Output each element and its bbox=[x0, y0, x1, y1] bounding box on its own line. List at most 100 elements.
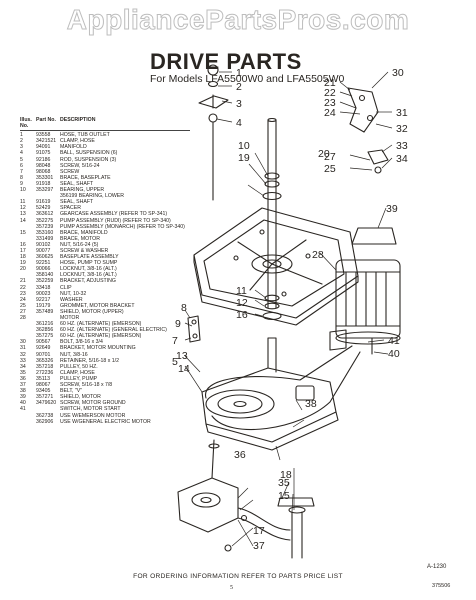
callout-label: 24 bbox=[324, 107, 336, 119]
illus-no-cell: 31 bbox=[20, 345, 26, 352]
illus-no-cell: 18 bbox=[20, 254, 26, 261]
part-no-cell: 33418 bbox=[36, 284, 51, 291]
part-no-cell: 91918 bbox=[36, 180, 51, 187]
part-no-cell: 3479620 bbox=[36, 400, 57, 407]
description-cell: LOCKNUT, 3/8-16 (ALT.) bbox=[60, 266, 117, 273]
part-no-cell: 362738 bbox=[36, 412, 54, 419]
illus-no-cell: 33 bbox=[20, 357, 26, 364]
part-no-cell: 91075 bbox=[36, 150, 51, 157]
callout-label: 9 bbox=[175, 318, 181, 330]
description-cell: RETAINER, 5/16-18 x 1/2 bbox=[60, 357, 120, 364]
callout-labels: 1 2 3 4 5 6 8 9 10 11 12 13 14 15 16 17 … bbox=[172, 67, 408, 552]
callout-label: 31 bbox=[396, 107, 408, 119]
part-no-cell: 353160 bbox=[36, 229, 54, 236]
illus-no-cell: 10 bbox=[20, 187, 26, 194]
part-no-cell: 353297 bbox=[36, 187, 54, 194]
description-cell: BRACKET, ADJUSTING bbox=[60, 278, 116, 285]
part-no-cell: 363612 bbox=[36, 211, 54, 218]
callout-label: 3 bbox=[236, 98, 242, 110]
callout-label: 19 bbox=[238, 152, 250, 164]
illus-no-cell: 38 bbox=[20, 388, 26, 395]
description-cell: CLAMP, HOSE bbox=[60, 369, 95, 376]
description-cell: BOLT, 3/8-16 x 3/4 bbox=[60, 339, 103, 346]
description-cell: 60 HZ. (ALTERNATE) (GENERAL ELECTRIC) bbox=[60, 327, 167, 334]
part-no-cell: 352259 bbox=[36, 278, 54, 285]
description-cell: PULLEY, 50 HZ. bbox=[60, 363, 98, 370]
callout-label: 22 bbox=[324, 87, 336, 99]
callout-label: 41 bbox=[388, 335, 400, 347]
part-no-cell: 365326 bbox=[36, 357, 54, 364]
description-cell: BEARING, UPPER 356199 BEARING, LOWER bbox=[60, 187, 125, 200]
part-no-cell: 331499 bbox=[36, 235, 54, 242]
part-no-cell: 90102 bbox=[36, 241, 51, 248]
description-cell: HOSE, PUMP TO SUMP bbox=[60, 260, 118, 267]
illus-no-cell: 39 bbox=[20, 394, 26, 401]
page-number: 5 bbox=[230, 585, 233, 591]
callout-label: 14 bbox=[178, 363, 190, 375]
page-title: DRIVE PARTS bbox=[150, 49, 302, 74]
motor-clip bbox=[367, 149, 389, 165]
callout-label: 16 bbox=[236, 309, 248, 321]
part-no-cell: 272236 bbox=[36, 369, 54, 376]
description-cell: BASEPLATE ASSEMBLY bbox=[60, 254, 119, 261]
description-cell: SEAL, SHAFT bbox=[60, 180, 94, 187]
callout-label: 25 bbox=[324, 163, 336, 175]
callout-label: 8 bbox=[181, 302, 187, 314]
part-no-cell: 35113 bbox=[36, 375, 51, 382]
callout-label: 28 bbox=[312, 249, 324, 261]
part-no-cell: 357271 bbox=[36, 394, 54, 401]
description-cell: NUT, 10-32 bbox=[60, 290, 87, 297]
description-cell: HOSE, TUB OUTLET bbox=[60, 132, 110, 139]
illus-no-cell: 15 bbox=[20, 229, 26, 236]
drive-shaft bbox=[267, 119, 277, 309]
part-no-cell: 90701 bbox=[36, 351, 51, 358]
illus-no-cell: 36 bbox=[20, 375, 26, 382]
illus-no-cell: 35 bbox=[20, 369, 26, 376]
description-cell: BRACKET, MOTOR MOUNTING bbox=[60, 345, 136, 352]
illus-no-cell: 3 bbox=[20, 144, 23, 151]
description-cell: PUMP ASSEMBLY (MONARCH) (REFER TO SP-340… bbox=[60, 223, 185, 230]
gearcase-pulley bbox=[205, 389, 275, 419]
description-cell: SCREW, 5/16-24 bbox=[60, 162, 100, 169]
description-cell: BRACE, BASEPLATE bbox=[60, 174, 111, 181]
part-no-cell: 90023 bbox=[36, 290, 51, 297]
baseplate-brace bbox=[187, 315, 201, 343]
callout-label: 7 bbox=[172, 335, 178, 347]
illus-no-cell: 17 bbox=[20, 247, 26, 254]
callout-label: 21 bbox=[324, 77, 336, 89]
part-no-cell: 93405 bbox=[36, 388, 51, 395]
description-cell: LOCKNUT, 3/8-16 (ALT.) bbox=[60, 272, 117, 279]
part-no-cell: 94091 bbox=[36, 144, 51, 151]
motor-bracket bbox=[347, 87, 379, 133]
part-no-cell: 357489 bbox=[36, 308, 54, 315]
header-description: DESCRIPTION bbox=[60, 117, 96, 123]
description-cell: SPACER bbox=[60, 205, 81, 212]
watermark: AppliancePartsPros.com bbox=[66, 4, 410, 36]
description-cell: PULLEY, PUMP bbox=[60, 375, 98, 382]
illus-no-cell: 27 bbox=[20, 308, 26, 315]
motor-shield bbox=[351, 227, 397, 245]
part-no-cell: 98068 bbox=[36, 168, 51, 175]
description-cell: BRACE, MANIFOLD bbox=[60, 229, 108, 236]
